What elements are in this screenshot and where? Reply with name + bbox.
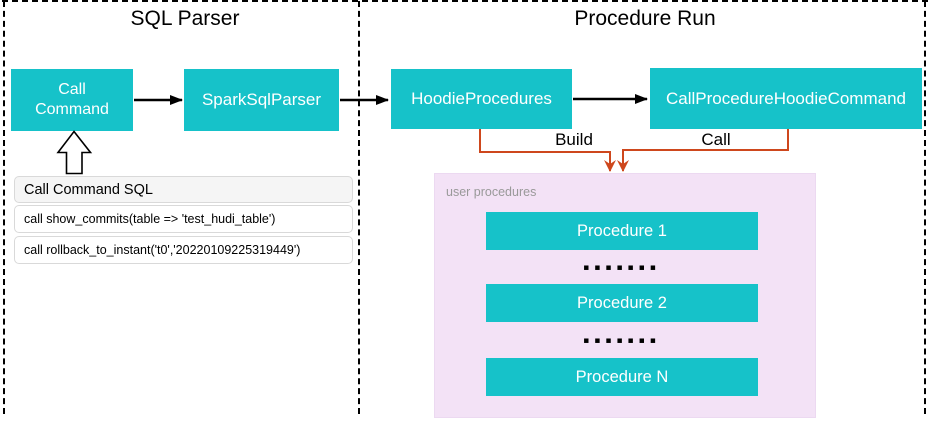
node-hoodie-procedures: HoodieProcedures — [391, 69, 572, 129]
user-procedures-panel: user procedures Procedure 1 ▪▪▪▪▪▪▪ Proc… — [434, 173, 816, 418]
node-call-command: Call Command — [11, 69, 133, 131]
user-procedures-label: user procedures — [446, 185, 537, 199]
node-call-procedure-hoodie-command: CallProcedureHoodieCommand — [650, 68, 922, 129]
sql-parser-section-title: SQL Parser — [130, 7, 240, 30]
ellipsis-dots: ▪▪▪▪▪▪▪ — [583, 263, 661, 273]
hollow-up-arrow — [56, 130, 93, 175]
ellipsis-dots: ▪▪▪▪▪▪▪ — [583, 336, 661, 346]
node-procedure-n: Procedure N — [486, 358, 758, 396]
node-procedure-2: Procedure 2 — [486, 284, 758, 322]
build-edge-label: Build — [555, 130, 593, 149]
sql-example-row: call show_commits(table => 'test_hudi_ta… — [14, 205, 353, 233]
call-edge-label: Call — [701, 130, 731, 149]
sql-example-row: call rollback_to_instant('t0','202201092… — [14, 236, 353, 264]
node-procedure-1: Procedure 1 — [486, 212, 758, 250]
frame-left-border — [3, 1, 5, 414]
frame-right-border — [924, 1, 926, 414]
frame-middle-divider — [358, 1, 360, 414]
sql-panel-header: Call Command SQL — [14, 176, 353, 203]
node-spark-sql-parser: SparkSqlParser — [184, 69, 339, 131]
frame-top-border — [2, 0, 928, 2]
procedure-run-section-title: Procedure Run — [574, 7, 716, 30]
